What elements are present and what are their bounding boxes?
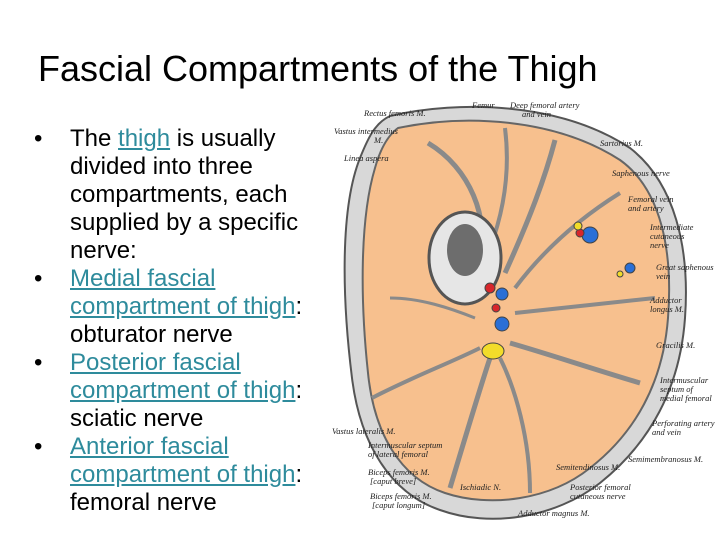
slide-title: Fascial Compartments of the Thigh: [38, 48, 598, 89]
label-sartorius: Sartorius M.: [600, 138, 643, 148]
label-rectus-femoris: Rectus femoris M.: [363, 108, 426, 118]
fascial-septa: [447, 357, 493, 489]
label-vastus-intermedius-2: M.: [373, 135, 383, 145]
label-femoral-vein: Femoral vein: [627, 194, 674, 204]
label-deep-femoral: Deep femoral artery: [509, 100, 580, 110]
femoral-nerve: [573, 221, 583, 231]
label-biceps-long: Biceps femoris M.: [370, 491, 432, 501]
fascial-septa: [513, 191, 622, 290]
cross-section-illustration: Rectus femoris M. Femur Deep femoral art…: [332, 100, 715, 520]
vessel-blue: [494, 316, 510, 332]
label-semimembranosus: Semimembranosus M.: [628, 454, 703, 464]
bullet-list: The thigh is usually divided into three …: [28, 125, 358, 517]
bullet-text: : obturator nerve: [70, 293, 303, 348]
bullet-item: Posterior fascial compartment of thigh: …: [28, 349, 358, 433]
bullet-text: : sciatic nerve: [70, 377, 303, 432]
fascial-septa: [514, 296, 656, 315]
label-intermuscular-medial-3: medial femoral: [660, 393, 712, 403]
label-ischiadic: Ischiadic N.: [459, 482, 501, 492]
label-posterior-cutaneous: Posterior femoral: [569, 482, 631, 492]
label-adductor-magnus: Adductor magnus M.: [517, 508, 590, 518]
label-vastus-intermedius: Vastus intermedius: [334, 126, 399, 136]
anterior-compartment-link[interactable]: Anterior fascial compartment of thigh: [70, 433, 296, 488]
saphenous-nerve: [616, 270, 624, 278]
label-biceps-short: Biceps femoris M.: [368, 467, 430, 477]
label-adductor-longus: Adductor: [649, 295, 682, 305]
label-posterior-cutaneous-2: cutaneous nerve: [570, 491, 626, 501]
label-intermuscular-medial: Intermuscular: [659, 375, 709, 385]
thigh-link[interactable]: thigh: [118, 125, 171, 152]
femoral-vessel-blue: [581, 226, 599, 244]
bullet-item: The thigh is usually divided into three …: [28, 125, 358, 265]
label-intermuscular-lateral: Intermuscular septum: [367, 440, 442, 450]
great-saphenous-vein: [624, 262, 636, 274]
label-perforating-2: and vein: [652, 427, 681, 437]
bullet-text: The: [70, 125, 119, 152]
fascial-septa: [509, 340, 641, 386]
muscle-mass: [361, 119, 671, 502]
label-deep-femoral-2: and vein: [522, 109, 551, 119]
label-femoral-vein-2: and artery: [628, 203, 664, 213]
bullet-text: is usually divided into three compartmen…: [70, 125, 299, 264]
fascial-septa: [498, 357, 532, 494]
label-linea-aspera: Linea aspera: [343, 153, 389, 163]
label-gracilis: Gracilis M.: [656, 340, 695, 350]
fascial-septa: [389, 296, 476, 320]
bullet-item: Medial fascial compartment of thigh: obt…: [28, 265, 358, 349]
vessel-red: [491, 303, 501, 313]
label-great-saphenous-2: vein: [656, 271, 670, 281]
label-femur: Femur: [471, 100, 495, 110]
femur-marrow: [447, 224, 483, 276]
posterior-compartment-link[interactable]: Posterior fascial compartment of thigh: [70, 349, 296, 404]
label-intermuscular-medial-2: septum of: [660, 384, 694, 394]
label-saphenous-nerve: Saphenous nerve: [612, 168, 670, 178]
sciatic-nerve: [481, 342, 505, 360]
label-biceps-short-2: [caput breve]: [370, 476, 416, 486]
medial-compartment-link[interactable]: Medial fascial compartment of thigh: [70, 265, 296, 320]
label-intermuscular-lateral-2: of lateral femoral: [368, 449, 429, 459]
label-intermediate-cutaneous: Intermediate: [649, 222, 694, 232]
label-perforating: Perforating artery: [651, 418, 715, 428]
vessel-blue: [495, 287, 509, 301]
fascial-septa: [502, 139, 558, 275]
thigh-cross-section-figure: Rectus femoris M. Femur Deep femoral art…: [330, 98, 720, 532]
label-adductor-longus-2: longus M.: [650, 304, 684, 314]
label-biceps-long-2: [caput longum]: [372, 500, 425, 510]
label-great-saphenous: Great saphenous: [656, 262, 714, 272]
label-intermediate-cutaneous-3: nerve: [650, 240, 669, 250]
label-intermediate-cutaneous-2: cutaneous: [650, 231, 685, 241]
label-vastus-lateralis: Vastus lateralis M.: [332, 426, 396, 436]
label-semitendinosus: Semitendinosus M.: [556, 462, 620, 472]
fascial-septa: [371, 346, 481, 400]
bullet-text: : femoral nerve: [70, 461, 303, 516]
vessel-red: [484, 282, 496, 294]
bullet-item: Anterior fascial compartment of thigh: f…: [28, 433, 358, 517]
